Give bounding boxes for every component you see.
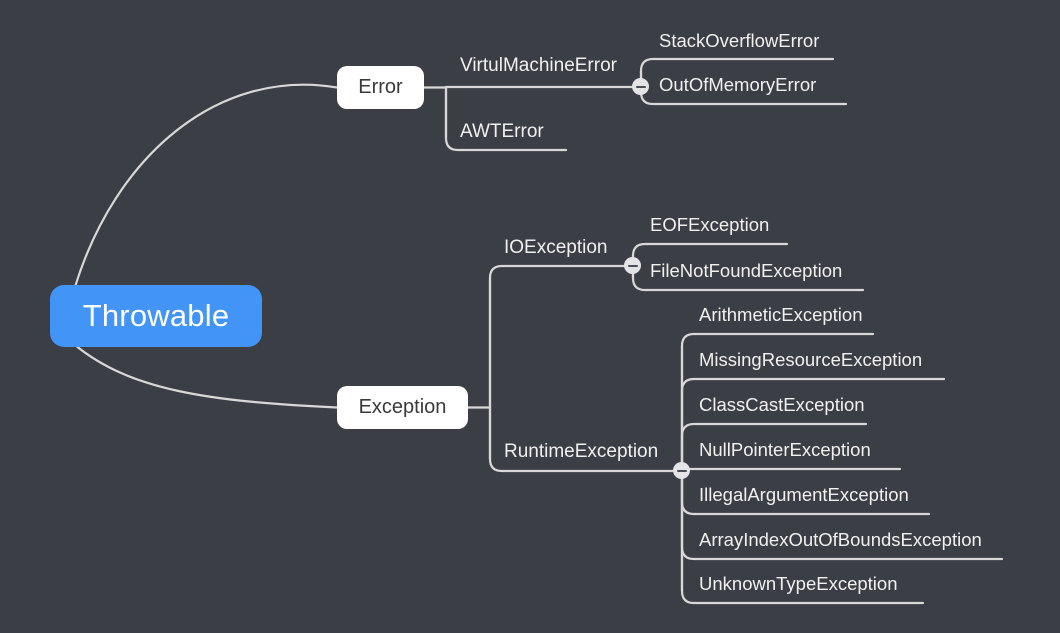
branch-label-virtul-machine-error[interactable]: VirtulMachineError xyxy=(460,55,617,76)
edge-throwable-exception xyxy=(73,343,339,409)
leaf-label-stack-overflow-error[interactable]: StackOverflowError xyxy=(659,30,820,51)
edge-null-pointer-exception xyxy=(680,467,902,473)
node-exception[interactable]: Exception xyxy=(337,386,468,429)
collapse-toggle-virtul-machine-error[interactable] xyxy=(632,78,649,95)
root-node-throwable[interactable]: Throwable xyxy=(50,285,262,347)
branch-label-io-exception[interactable]: IOException xyxy=(504,237,608,258)
edge-throwable-error xyxy=(73,83,339,289)
leaf-label-illegal-argument-exception[interactable]: IllegalArgumentException xyxy=(699,484,909,505)
node-error[interactable]: Error xyxy=(337,66,424,109)
branch-label-awt-error[interactable]: AWTError xyxy=(460,121,544,142)
collapse-toggle-runtime-exception[interactable] xyxy=(673,462,690,479)
leaf-label-null-pointer-exception[interactable]: NullPointerException xyxy=(699,439,871,460)
collapse-toggle-io-exception[interactable] xyxy=(624,257,641,274)
leaf-label-array-index-out-of-bounds-exception[interactable]: ArrayIndexOutOfBoundsException xyxy=(699,529,982,550)
leaf-label-missing-resource-exception[interactable]: MissingResourceException xyxy=(699,349,923,370)
node-error-label: Error xyxy=(358,76,403,98)
leaf-label-file-not-found-exception[interactable]: FileNotFoundException xyxy=(650,260,843,281)
edge-io-exception xyxy=(488,264,631,409)
leaf-label-arithmetic-exception[interactable]: ArithmeticException xyxy=(699,304,863,325)
leaf-label-unknown-type-exception[interactable]: UnknownTypeException xyxy=(699,573,898,594)
leaf-label-class-cast-exception[interactable]: ClassCastException xyxy=(699,394,865,415)
branch-label-runtime-exception[interactable]: RuntimeException xyxy=(504,441,659,462)
root-node-label: Throwable xyxy=(82,298,230,333)
leaf-label-eof-exception[interactable]: EOFException xyxy=(650,214,770,235)
node-exception-label: Exception xyxy=(358,396,447,418)
leaf-label-out-of-memory-error[interactable]: OutOfMemoryError xyxy=(659,74,817,95)
